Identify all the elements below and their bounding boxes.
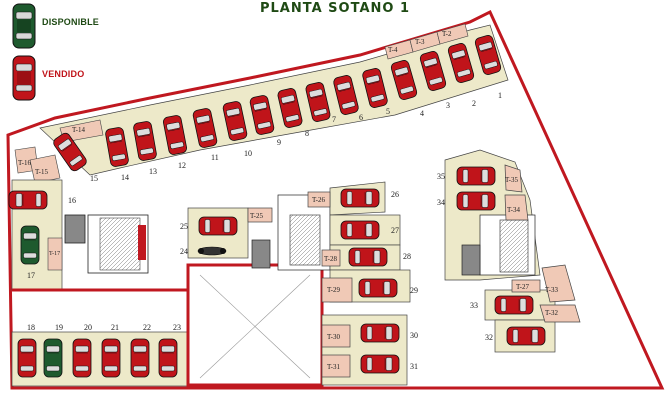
sold-car-icon [456, 166, 496, 186]
page-title: PLANTA SOTANO 1 [259, 1, 411, 16]
left-stair-core [64, 214, 149, 274]
space-number: 24 [180, 247, 188, 256]
right-core [444, 149, 581, 353]
sold-car-icon [506, 326, 546, 346]
space-number: 4 [420, 109, 424, 118]
storage-label: T-34 [507, 206, 520, 214]
space-number: 7 [332, 115, 336, 124]
storage-label: T-27 [516, 283, 529, 291]
bottom-parking-block [11, 331, 188, 387]
space-number: 23 [173, 323, 181, 332]
space-number: 29 [410, 286, 418, 295]
top-parking-strip [39, 24, 509, 176]
storage-t17 [47, 237, 63, 271]
sold-car-icon [101, 338, 121, 378]
space-number: 9 [277, 138, 281, 147]
sold-car-icon [130, 338, 150, 378]
storage-label: T-29 [327, 286, 340, 294]
space-number: 6 [359, 113, 363, 122]
sold-car-icon [158, 338, 178, 378]
motorcycle-icon [197, 246, 227, 256]
space-number: 33 [470, 301, 478, 310]
space-number: 12 [178, 161, 186, 170]
ramp-void [199, 274, 311, 379]
space-number: 32 [485, 333, 493, 342]
storage-label: T-2 [442, 30, 452, 38]
sold-car-icon [360, 354, 400, 374]
storage-label: T-3 [415, 38, 425, 46]
sold-car-icon [198, 216, 238, 236]
space-number: 30 [410, 331, 418, 340]
space-number: 26 [391, 190, 399, 199]
space-number: 19 [55, 323, 63, 332]
space-number: 11 [211, 153, 219, 162]
space-number: 2 [472, 99, 476, 108]
space-number: 21 [111, 323, 119, 332]
storage-label: T-31 [327, 363, 340, 371]
sold-car-icon [358, 278, 398, 298]
space-number: 22 [143, 323, 151, 332]
sold-car-icon [72, 338, 92, 378]
sold-car-icon [348, 247, 388, 267]
space-number: 28 [403, 252, 411, 261]
space-number: 1 [498, 91, 502, 100]
storage-label: T-35 [505, 176, 518, 184]
space-number: 14 [121, 173, 129, 182]
storage-label: T-26 [312, 196, 325, 204]
sold-car-icon [17, 338, 37, 378]
storage-top [14, 23, 469, 184]
space-number: 16 [68, 196, 76, 205]
storage-label: T-25 [250, 212, 263, 220]
legend-label: DISPONIBLE [42, 17, 100, 27]
storage-label: T-28 [324, 255, 337, 263]
sold-car-icon [340, 188, 380, 208]
space-number: 20 [84, 323, 92, 332]
center-storage-labels: T-26 T-25 T-28 T-29 T-30 T-31 [250, 196, 340, 371]
storage-label: T-17 [49, 251, 60, 257]
space-number: 18 [27, 323, 35, 332]
storage-label: T-16 [18, 159, 31, 167]
available-car-icon [20, 225, 40, 265]
storage-label: T-4 [388, 46, 398, 54]
sold-car-icon [360, 323, 400, 343]
space-number: 15 [90, 174, 98, 183]
storage-label: T-15 [35, 168, 48, 176]
space-number: 34 [437, 198, 445, 207]
space-number: 5 [386, 107, 390, 116]
storage-label: T-33 [545, 286, 558, 294]
sold-car-icon [456, 191, 496, 211]
storage-label: T-30 [327, 333, 340, 341]
sold-car-icon [494, 295, 534, 315]
sold-car-icon [12, 55, 36, 101]
space-number: 25 [180, 222, 188, 231]
right-storage-labels: T-35 T-34 T-33 T-32 T-27 [505, 176, 558, 317]
inner-wall [12, 288, 190, 385]
space-number: 3 [446, 101, 450, 110]
center-void-wall [186, 263, 324, 387]
storage-label: T-32 [545, 309, 558, 317]
space-number: 31 [410, 362, 418, 371]
space-number: 35 [437, 172, 445, 181]
sold-car-icon [340, 220, 380, 240]
available-car-icon [12, 3, 36, 49]
space-number: 10 [244, 149, 252, 158]
storage-top-labels: T-4 T-3 T-2 T-14 T-16 T-15 [18, 30, 452, 176]
sold-car-icon [8, 190, 48, 210]
available-car-icon [43, 338, 63, 378]
legend-label: VENDIDO [42, 69, 85, 79]
space-number: 27 [391, 226, 399, 235]
space-number: 17 [27, 271, 35, 280]
storage-label: T-14 [72, 126, 85, 134]
space-number: 8 [305, 129, 309, 138]
space-number: 13 [149, 167, 157, 176]
